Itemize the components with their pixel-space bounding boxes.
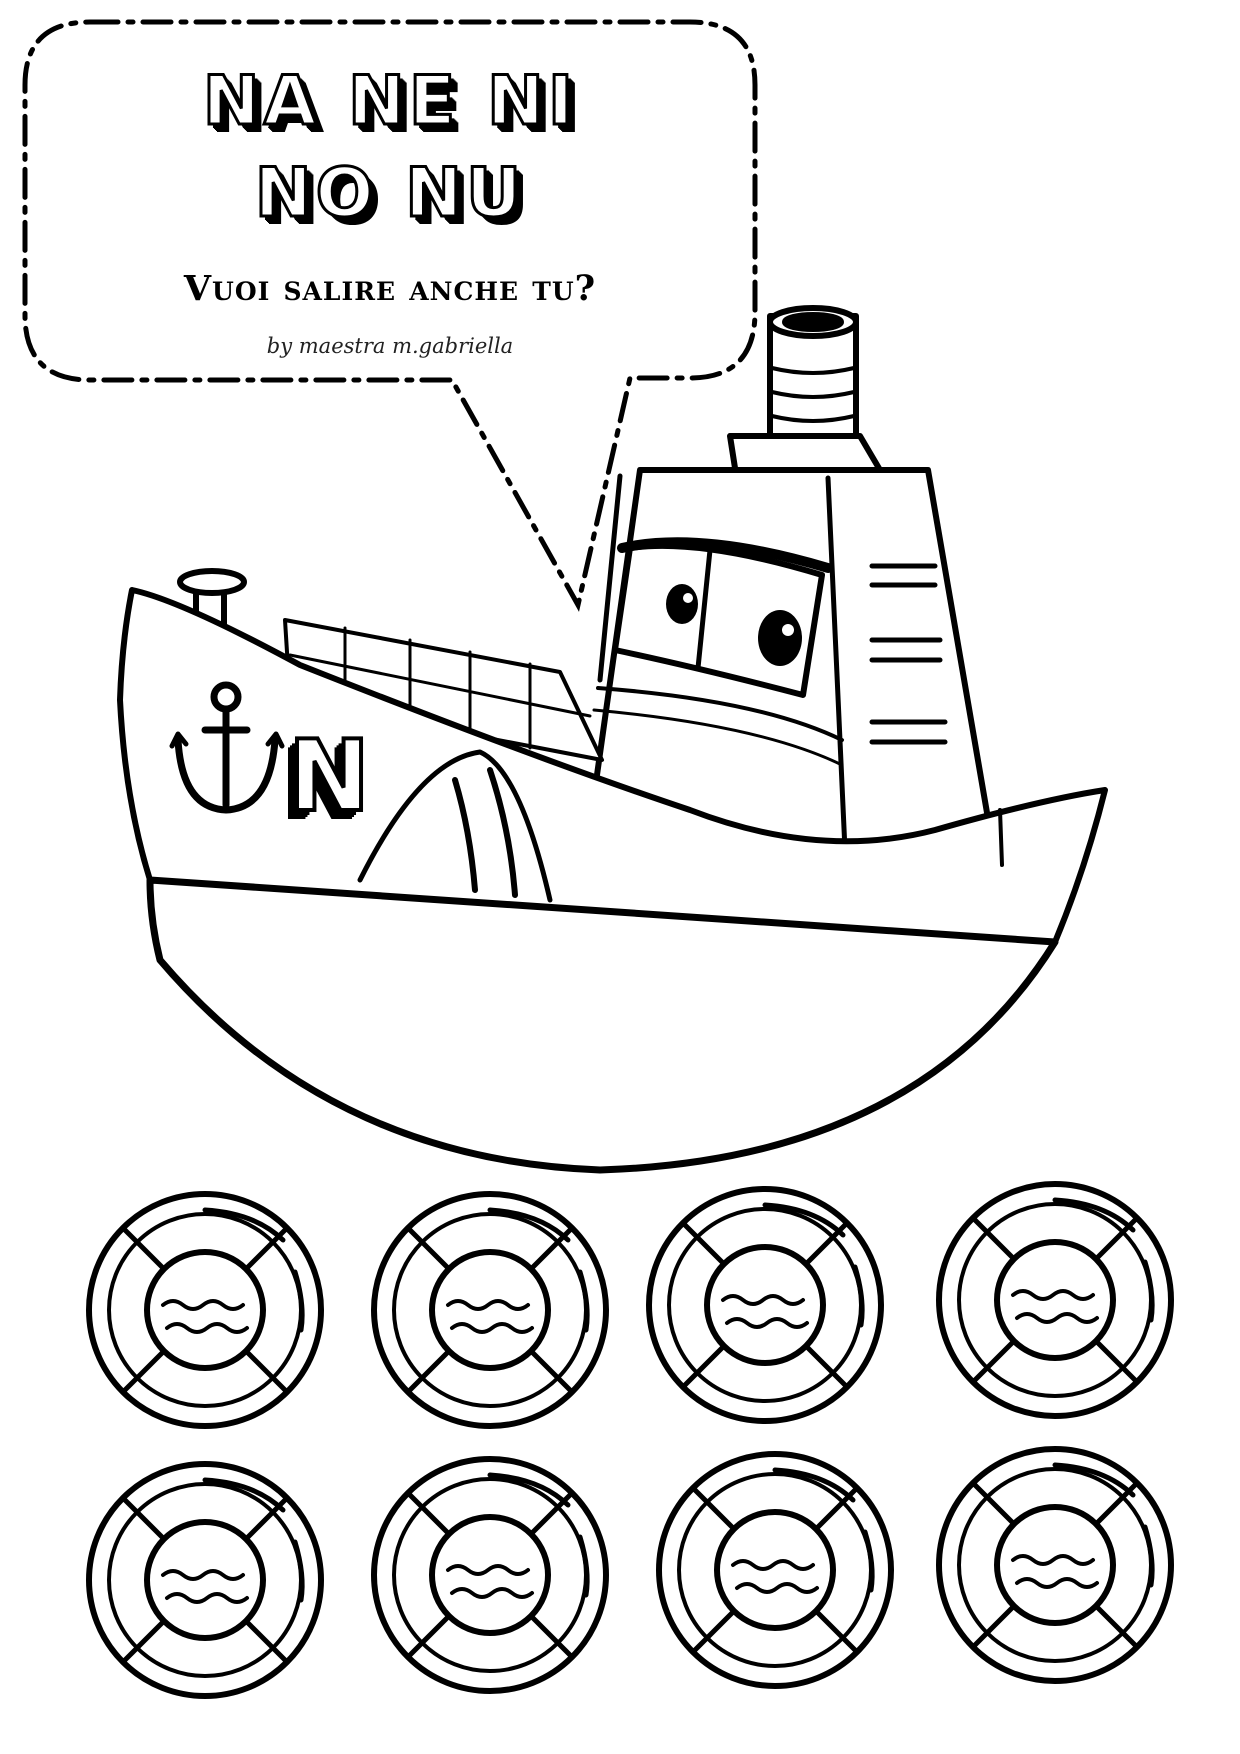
title-syllables-line1: NA NE NI [201, 62, 578, 141]
ship [117, 305, 1108, 1174]
lifebuoy-icon [89, 1194, 321, 1426]
eye-right [758, 610, 802, 666]
eye-left [666, 584, 698, 624]
lifebuoy-icon [374, 1194, 606, 1426]
lifebuoy-icon [939, 1184, 1171, 1416]
speech-bubble [22, 19, 758, 612]
lifebuoy-icon [659, 1454, 891, 1686]
hull-wave [357, 749, 553, 903]
lifebuoy-icon [649, 1189, 881, 1421]
ship-hull-bottom [146, 876, 1059, 1174]
lifebuoy-icon [939, 1449, 1171, 1681]
boat-letter: N [286, 720, 372, 834]
lifebuoys [89, 1184, 1171, 1696]
lifebuoy-icon [374, 1459, 606, 1691]
title-syllables-line2: NO NU [253, 154, 526, 233]
subtitle: Vuoi salire anche tu? [183, 268, 597, 309]
author-credit: by maestra m.gabriella [266, 334, 514, 358]
cabin-vents [869, 563, 948, 745]
ship-chimney [767, 305, 859, 449]
lifebuoy-icon [89, 1464, 321, 1696]
ship-hull [117, 587, 1108, 945]
anchor-icon [169, 681, 285, 814]
